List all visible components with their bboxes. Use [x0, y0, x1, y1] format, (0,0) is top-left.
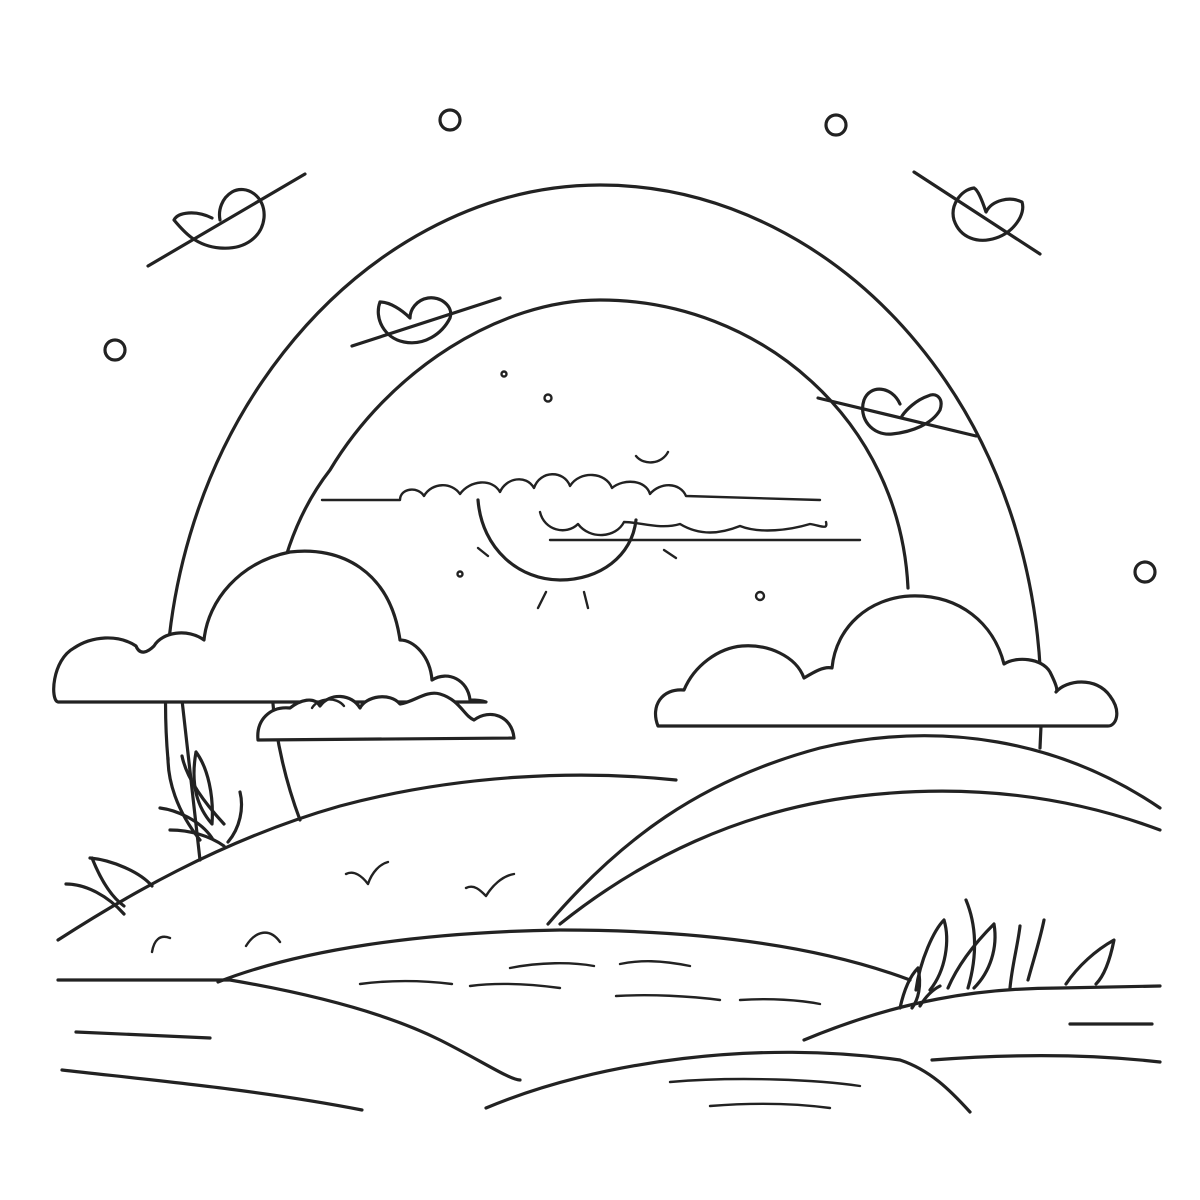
sun-ray-4	[662, 548, 678, 560]
sparkle-dot	[456, 570, 464, 578]
star-dot-icon	[1133, 560, 1157, 584]
cloud-icon	[653, 594, 1119, 728]
bird-icon	[912, 170, 1042, 256]
line-art-group	[52, 108, 1162, 1114]
sun-ray-3	[476, 546, 490, 558]
star-dot-icon	[824, 113, 848, 137]
ground-stroke	[738, 998, 822, 1006]
ground-stroke	[618, 960, 692, 968]
cloud-icon	[52, 549, 488, 704]
ground-stroke	[708, 1102, 832, 1110]
sparkle-dot	[754, 590, 766, 602]
hill-tick-mark	[150, 935, 172, 954]
sparkle-dot	[543, 393, 553, 403]
bird-icon	[816, 387, 978, 438]
sparkle-dot	[500, 370, 508, 378]
hill-icon	[56, 978, 522, 1082]
bird-icon	[146, 172, 307, 268]
cloud-inner-curl	[310, 698, 346, 710]
grass-icon	[158, 750, 244, 848]
small-bird-icon	[464, 872, 516, 898]
hill-icon	[546, 734, 1162, 926]
ground-stroke	[60, 1068, 364, 1112]
rainbow-outer-arc	[164, 183, 1043, 762]
bird-icon	[350, 296, 502, 348]
ground-stroke	[614, 994, 722, 1002]
inner-cloud-lower	[538, 510, 862, 542]
grass-icon	[898, 898, 1116, 1010]
small-bird-icon	[344, 860, 390, 886]
ground-stroke	[74, 1030, 212, 1040]
inner-cloud-band	[320, 473, 822, 502]
rainbow-inner-arc	[269, 298, 910, 822]
ground-stroke	[668, 1077, 862, 1088]
sun-ray-1	[536, 590, 548, 610]
hill-icon	[802, 984, 1162, 1042]
sun-ray-2	[582, 590, 590, 610]
star-dot-icon	[438, 108, 462, 132]
hill-icon	[484, 1050, 972, 1114]
hill-tick-mark	[244, 931, 282, 948]
hill-icon	[216, 928, 912, 984]
sun-icon	[476, 498, 638, 582]
hill-icon	[558, 789, 1162, 926]
ground-stroke	[508, 962, 596, 970]
hill-icon	[56, 773, 678, 942]
ground-stroke	[930, 1054, 1162, 1064]
ground-stroke	[358, 979, 454, 986]
cloud-icon	[256, 691, 516, 742]
ground-stroke	[468, 982, 562, 990]
star-dot-icon	[103, 338, 127, 362]
grass-icon	[64, 856, 154, 916]
inner-cloud-top-mark	[634, 450, 670, 464]
